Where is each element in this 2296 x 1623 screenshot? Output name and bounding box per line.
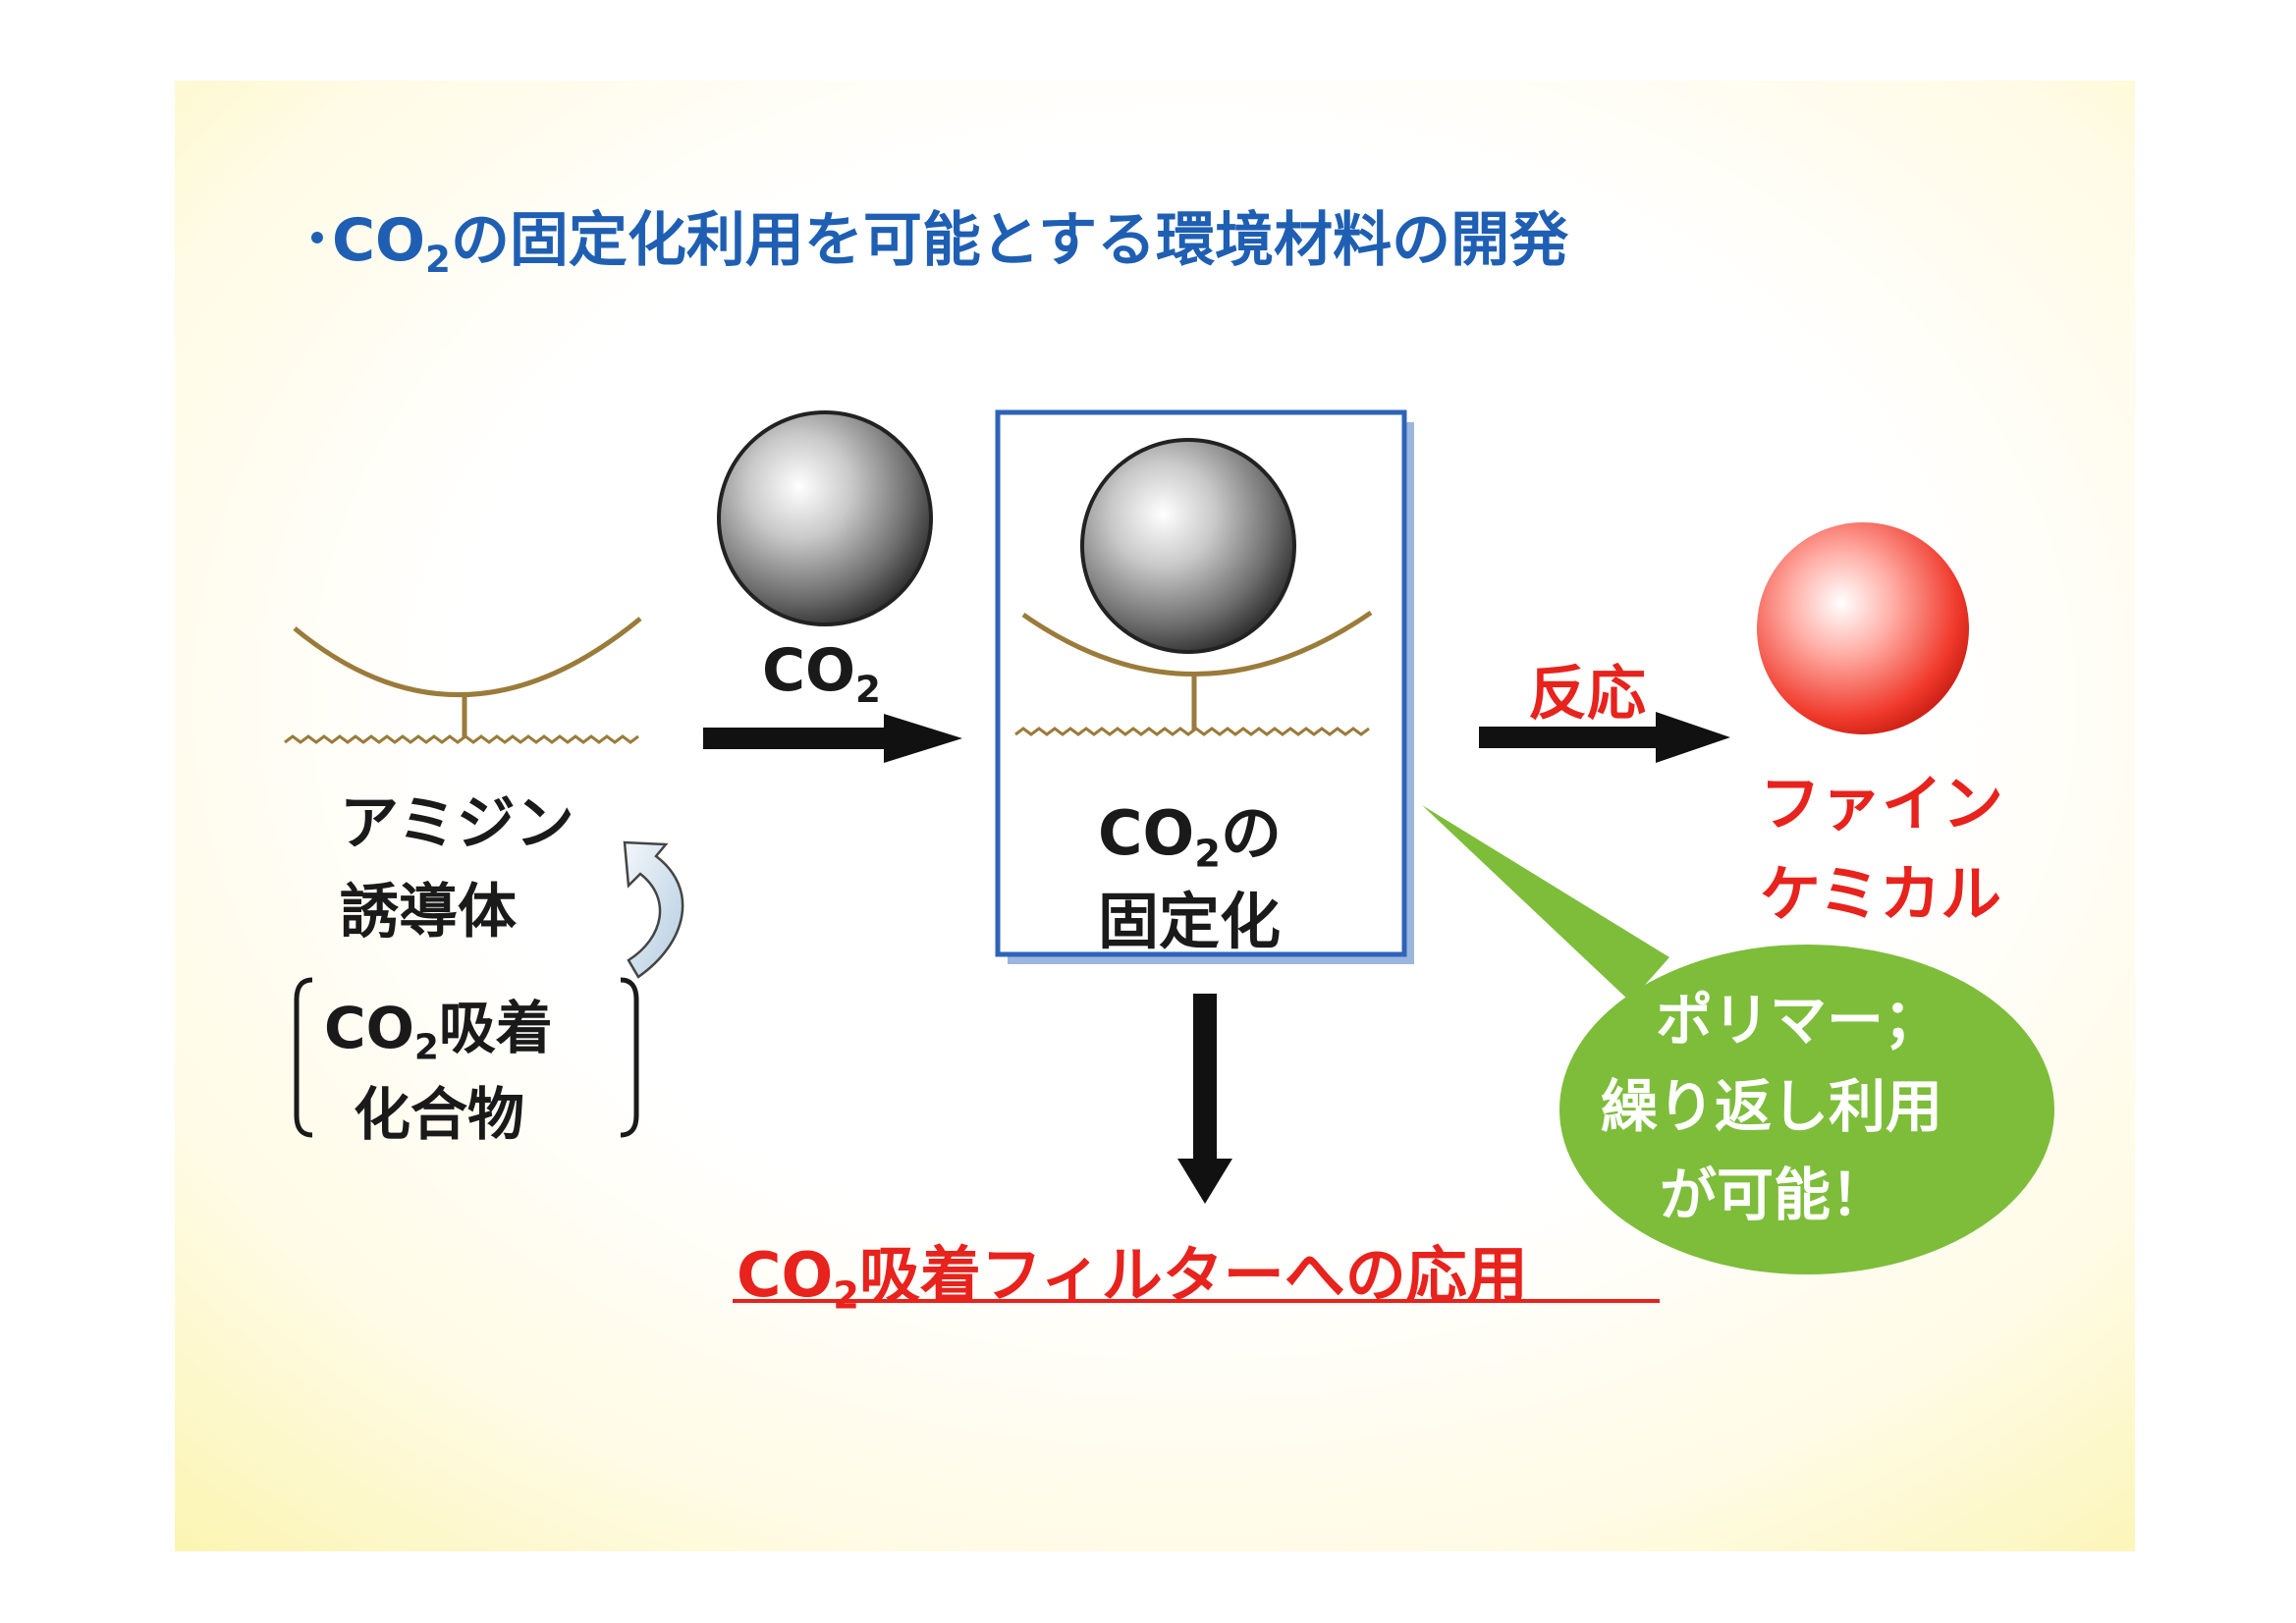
derivative-label: 誘導体 [340,878,517,947]
reaction-arrow-icon [1479,712,1730,763]
chemical-label: ケミカル [1760,858,2002,930]
bottom-co2-subscript: 2 [833,1273,859,1319]
bubble-line1: ポリマー； [1656,987,1941,1054]
parentheses-icon [294,977,639,1138]
arrow-right-icon [703,714,962,763]
absorbing-compound-line1: CO2吸着 [324,982,553,1065]
co2-text: CO [324,995,414,1061]
amidine-label: アミジン [340,789,574,858]
amidine-molecule-icon [284,617,642,744]
page-title: ･CO2の固定化利用を可能とする環境材料の開発 [302,192,1568,278]
bubble-line3: が可能！ [1660,1162,1888,1228]
bottom-text: 吸着フィルターへの応用 [858,1239,1528,1311]
title-co2-subscript: 2 [425,237,451,281]
title-bullet: ･ [302,206,332,275]
fine-chemical-sphere-icon [1757,522,1969,734]
bubble-line2: 繰り返し利用 [1601,1073,1943,1140]
co2-subscript: 2 [413,1027,439,1068]
center-label-line1: CO2の [1098,784,1282,873]
fine-label: ファイン [1760,768,2004,839]
center-no-text: の [1220,797,1282,869]
center-co2-text: CO [1098,797,1195,869]
absorbing-text: 吸着 [438,995,553,1061]
arrow-down-icon [1177,994,1232,1204]
bottom-co2-text: CO [737,1239,834,1311]
curved-arrow-icon [623,840,684,979]
title-co2: CO [332,206,426,275]
arrow-co2-label: CO2 [762,636,881,707]
arrow-co2-subscript: 2 [855,667,881,711]
center-co2-subscript: 2 [1194,832,1221,877]
co2-sphere-icon [717,410,933,626]
fixed-co2-molecule-icon [1014,438,1373,736]
speech-bubble [1422,805,2054,1274]
absorbing-compound-line2: 化合物 [354,1081,525,1148]
reaction-label: 反応 [1528,660,1646,729]
title-text: の固定化利用を可能とする環境材料の開発 [450,206,1569,275]
center-label-line2: 固定化 [1098,886,1282,957]
arrow-co2-text: CO [762,636,856,705]
filter-application-label: CO2吸着フィルターへの応用 [737,1225,1528,1315]
